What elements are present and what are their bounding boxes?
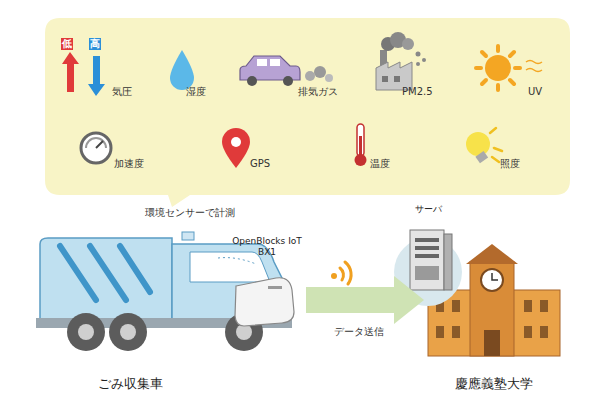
edge-label: データ送信 — [332, 326, 386, 338]
text-label: 高 — [89, 38, 101, 50]
accelerometer-icon — [81, 133, 111, 163]
text-label: GPS — [250, 158, 270, 170]
text-label: 排気ガス — [298, 86, 338, 98]
text-label: 照度 — [500, 158, 520, 170]
gps-icon — [222, 128, 250, 168]
node-text: ごみ収集車 — [98, 376, 163, 392]
node-text: サーバ — [415, 204, 442, 215]
text-label: PM2.5 — [402, 86, 433, 98]
building-node: 慶應義塾大学 — [426, 244, 562, 392]
bulb-icon — [466, 128, 502, 163]
wireless-signal — [331, 262, 351, 284]
text-label: 環境センサーで計測 — [145, 207, 235, 219]
iot-gateway — [235, 278, 294, 326]
text-label: 低 — [61, 38, 73, 50]
factory-icon — [376, 32, 426, 90]
device-node: OpenBlocks IoT BX1 — [230, 236, 304, 328]
text-label: UV — [528, 86, 542, 98]
sun-icon — [476, 46, 542, 90]
thermometer-icon — [355, 124, 367, 166]
humidity-icon — [170, 50, 194, 90]
text-label: 加速度 — [114, 158, 144, 170]
text-label: 湿度 — [186, 86, 206, 98]
truck-node: ごみ収集車 — [60, 226, 200, 392]
text-label: 気圧 — [112, 86, 132, 98]
car-icon — [240, 56, 333, 86]
node-text: OpenBlocks IoT BX1 — [232, 236, 302, 258]
text-label: 温度 — [370, 158, 390, 170]
pressure-icon — [62, 52, 105, 96]
data-arrow — [306, 276, 424, 324]
node-text: 慶應義塾大学 — [455, 376, 533, 392]
speech-bubble — [45, 18, 570, 207]
server-node: サーバ — [398, 204, 458, 292]
